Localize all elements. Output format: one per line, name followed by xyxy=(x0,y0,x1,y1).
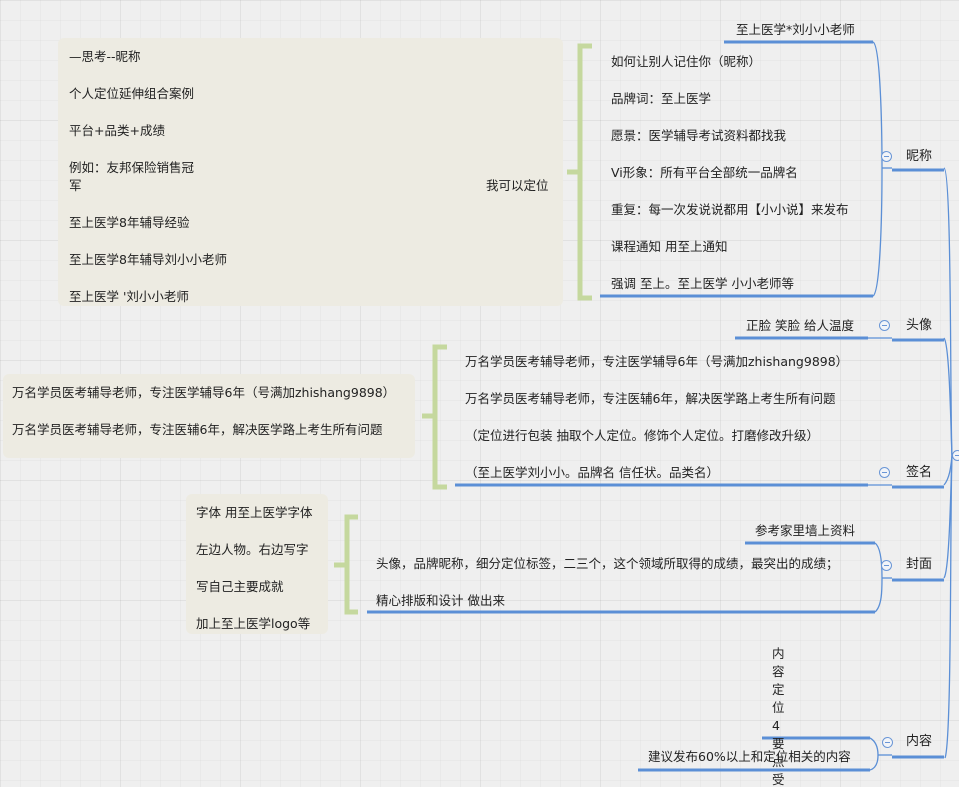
subtopic[interactable]: （至上医学刘小小。品牌名 信任状。品类名） xyxy=(465,465,719,480)
subtopic[interactable]: Vi形象：所有平台全部统一品牌名 xyxy=(611,165,798,180)
note-line: 加上至上医学logo等 xyxy=(196,616,311,631)
subtopic[interactable]: 参考家里墙上资料 xyxy=(755,523,856,538)
collapse-icon[interactable] xyxy=(882,737,893,748)
note-line: 至上医学 '刘小小老师 xyxy=(69,289,189,304)
subtopic[interactable]: 至上医学*刘小小老师 xyxy=(736,22,855,37)
note-line: 至上医学8年辅导刘小小老师 xyxy=(69,252,227,267)
subtopic[interactable]: 头像，品牌昵称，细分定位标签，二三个，这个领域所取得的成绩，最突出的成绩； xyxy=(376,556,839,571)
note-line: 左边人物。右边写字 xyxy=(196,542,309,557)
subtopic[interactable]: 品牌词：至上医学 xyxy=(611,91,712,106)
topic-label[interactable]: 昵称 xyxy=(906,149,933,164)
bracket-summary-label[interactable]: 我可以定位 xyxy=(486,178,549,193)
topic-label[interactable]: 签名 xyxy=(906,465,933,480)
subtopic[interactable]: 强调 至上。至上医学 小小老师等 xyxy=(611,276,794,291)
note-line: 万名学员医考辅导老师，专注医学辅导6年（号满加zhishang9898） xyxy=(12,385,396,400)
note-line: 至上医学8年辅导经验 xyxy=(69,215,190,230)
subtopic[interactable]: 万名学员医考辅导老师，专注医辅6年，解决医学路上考生所有问题 xyxy=(465,391,836,406)
note-cover-summary[interactable]: 字体 用至上医学字体 左边人物。右边写字 写自己主要成就 加上至上医学logo等 xyxy=(186,494,328,634)
subtopic[interactable]: 万名学员医考辅导老师，专注医学辅导6年（号满加zhishang9898） xyxy=(465,354,849,369)
collapse-icon[interactable] xyxy=(881,151,892,162)
collapse-icon[interactable] xyxy=(879,467,890,478)
topic-label[interactable]: 内容 xyxy=(906,734,933,749)
note-line: 写自己主要成就 xyxy=(196,579,284,594)
root-collapse-icon[interactable] xyxy=(952,450,959,461)
collapse-icon[interactable] xyxy=(879,320,890,331)
topic-label[interactable]: 头像 xyxy=(906,318,933,333)
subtopic[interactable]: 建议发布60%以上和定位相关的内容 xyxy=(648,749,851,764)
subtopic[interactable]: （定位进行包装 抽取个人定位。修饰个人定位。打磨修改升级） xyxy=(465,428,819,443)
subtopic[interactable]: 课程通知 用至上通知 xyxy=(611,239,728,254)
note-line: —思考--昵称 xyxy=(69,49,141,64)
subtopic[interactable]: 正脸 笑脸 给人温度 xyxy=(746,318,854,333)
subtopic-multiline[interactable]: 内容定位4要点 受众 需求 调性 比例 xyxy=(772,645,785,787)
note-nickname-summary[interactable]: —思考--昵称 个人定位延伸组合案例 平台+品类+成绩 例如：友邦保险销售冠 军… xyxy=(58,38,563,306)
subtopic-line: 内容定位4要点 xyxy=(772,646,785,769)
subtopic-line: 受众 xyxy=(772,772,785,787)
note-signature-summary[interactable]: 万名学员医考辅导老师，专注医学辅导6年（号满加zhishang9898） 万名学… xyxy=(3,374,415,458)
note-line: 例如：友邦保险销售冠 xyxy=(69,160,195,175)
subtopic[interactable]: 愿景：医学辅导考试资料都找我 xyxy=(611,128,787,143)
subtopic[interactable]: 精心排版和设计 做出来 xyxy=(376,593,505,608)
collapse-icon[interactable] xyxy=(881,560,892,571)
topic-label[interactable]: 封面 xyxy=(906,557,933,572)
note-line: 字体 用至上医学字体 xyxy=(196,505,313,520)
note-line: 军 xyxy=(69,178,82,193)
subtopic[interactable]: 如何让别人记住你（昵称） xyxy=(611,54,762,69)
note-line: 个人定位延伸组合案例 xyxy=(69,86,195,101)
note-line: 万名学员医考辅导老师，专注医辅6年，解决医学路上考生所有问题 xyxy=(12,422,383,437)
subtopic[interactable]: 重复：每一次发说说都用【小小说】来发布 xyxy=(611,202,849,217)
note-line: 平台+品类+成绩 xyxy=(69,123,165,138)
